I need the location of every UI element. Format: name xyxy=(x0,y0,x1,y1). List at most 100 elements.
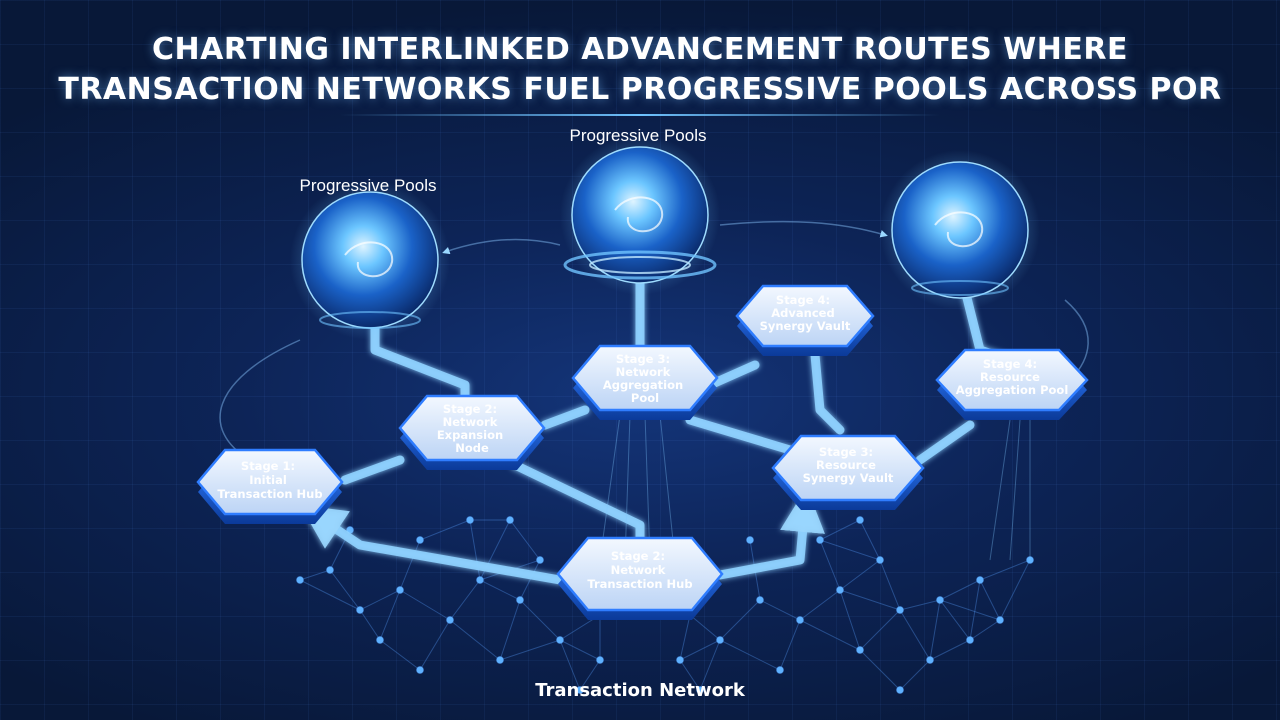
mesh-node xyxy=(796,616,804,624)
node-stage4-resource-aggregation-pool: Stage 4: Resource Aggregation Pool xyxy=(935,348,1089,420)
mesh-link xyxy=(359,609,381,641)
network-label: Transaction Network xyxy=(535,680,746,701)
mesh-link xyxy=(819,539,881,561)
svg-text:Stage 2: Network: Stage 2: Network Transaction Hub xyxy=(587,549,692,591)
pool-sphere-center xyxy=(560,135,720,295)
headline: CHARTING INTERLINKED ADVANCEMENT ROUTES … xyxy=(0,30,1280,110)
mesh-node xyxy=(676,656,684,664)
mesh-node xyxy=(746,536,754,544)
node-stage2-line2: Network xyxy=(443,415,498,429)
node-stage3-line2: Network xyxy=(616,365,671,379)
mesh-node xyxy=(396,586,404,594)
mesh-link xyxy=(579,659,601,691)
path-stage3-to-vault xyxy=(705,360,760,390)
mesh-node xyxy=(966,636,974,644)
title-underline xyxy=(340,114,940,116)
mesh-link xyxy=(399,589,451,621)
mesh-link xyxy=(979,579,1001,621)
mesh-node xyxy=(856,516,864,524)
mesh-link xyxy=(899,609,931,661)
node-stage3-network-aggregation-pool: Stage 3: Network Aggregation Pool xyxy=(571,344,719,420)
orbit-arc-top-left xyxy=(442,238,561,255)
orbit-arc-top-right xyxy=(719,220,888,238)
mesh-node xyxy=(356,606,364,614)
mesh-link xyxy=(679,659,701,691)
mesh-node xyxy=(376,636,384,644)
mesh-link xyxy=(719,639,781,671)
node-stage2-network-expansion-node: Stage 2: Network Expansion Node xyxy=(398,394,546,470)
path-hub-to-stage1 xyxy=(300,505,565,585)
svg-text:Stage 2: Network: Stage 2: Network Expansion Node xyxy=(437,402,507,455)
mesh-link xyxy=(929,599,941,661)
mesh-link xyxy=(509,519,541,561)
mesh-link xyxy=(899,659,931,691)
pool-label-center: Progressive Pools xyxy=(569,126,706,145)
mesh-link xyxy=(699,639,721,691)
node-stage3-resource-synergy-vault: Stage 3: Resource Synergy Vault xyxy=(771,434,925,510)
mesh-node xyxy=(896,686,904,694)
title-line-1: CHARTING INTERLINKED ADVANCEMENT ROUTES … xyxy=(152,32,1128,67)
mesh-node xyxy=(936,596,944,604)
mesh-link xyxy=(819,539,841,591)
mesh-link xyxy=(299,579,361,611)
mesh-node xyxy=(516,596,524,604)
node-stage1-line2: Initial xyxy=(249,473,287,487)
mesh-link xyxy=(839,559,881,591)
mesh-link xyxy=(679,614,691,661)
light-beams xyxy=(599,414,1031,561)
mesh-node xyxy=(776,666,784,674)
mesh-node xyxy=(556,636,564,644)
mesh-node xyxy=(446,616,454,624)
mesh-link xyxy=(859,609,901,651)
mesh-node xyxy=(466,516,474,524)
node-stage2-network-transaction-hub: Stage 2: Network Transaction Hub xyxy=(556,536,724,620)
title-line-2: TRANSACTION NETWORKS FUEL PROGRESSIVE PO… xyxy=(58,72,1222,107)
svg-text:Stage 4: Resource: Stage 4: Resource Aggregation Pool xyxy=(956,357,1069,397)
mesh-node xyxy=(296,576,304,584)
path-stage1-to-stage2 xyxy=(340,455,405,485)
mesh-link xyxy=(759,599,801,621)
mesh-node xyxy=(976,576,984,584)
mesh-link xyxy=(329,569,361,611)
mesh-node xyxy=(1026,556,1034,564)
mesh-node xyxy=(816,536,824,544)
node-stage3-line3: Aggregation xyxy=(603,378,683,392)
mesh-link xyxy=(999,559,1031,621)
network-mesh xyxy=(296,516,1034,694)
mesh-link xyxy=(499,599,521,661)
mesh-link xyxy=(779,619,801,671)
mesh-link xyxy=(379,639,421,671)
mesh-link xyxy=(839,589,901,611)
node-stage4-vault-line2: Advanced xyxy=(771,306,834,320)
node-stage2-line4: Node xyxy=(455,441,489,455)
node-stage1-line1: Stage 1: xyxy=(241,459,295,473)
svg-text:Stage 4: Advanced: Stage 4: Advanced Synergy Vault xyxy=(760,293,851,333)
mesh-link xyxy=(479,579,521,601)
mesh-node xyxy=(326,566,334,574)
mesh-link xyxy=(399,539,421,591)
node-stage4-vault-line3: Synergy Vault xyxy=(760,319,851,333)
mesh-node xyxy=(476,576,484,584)
mesh-node xyxy=(416,536,424,544)
node-hub-line1: Stage 2: xyxy=(611,549,665,563)
mesh-link xyxy=(839,589,861,651)
mesh-node xyxy=(596,656,604,664)
mesh-node xyxy=(696,686,704,694)
mesh-link xyxy=(559,639,581,691)
mesh-node xyxy=(896,606,904,614)
mesh-node xyxy=(506,516,514,524)
mesh-link xyxy=(859,519,881,561)
mesh-link xyxy=(449,579,481,621)
node-stage2-line3: Expansion xyxy=(437,428,503,442)
svg-text:Stage 3: Network: Stage 3: Network Aggregation Pool xyxy=(603,352,687,405)
mesh-link xyxy=(499,639,561,661)
mesh-link xyxy=(469,519,481,581)
mesh-node xyxy=(926,656,934,664)
orbit-arc-left xyxy=(219,339,301,462)
mesh-link xyxy=(879,559,901,611)
pool-label-left: Progressive Pools xyxy=(299,176,436,195)
mesh-node xyxy=(996,616,1004,624)
node-stage2-line1: Stage 2: xyxy=(443,402,497,416)
